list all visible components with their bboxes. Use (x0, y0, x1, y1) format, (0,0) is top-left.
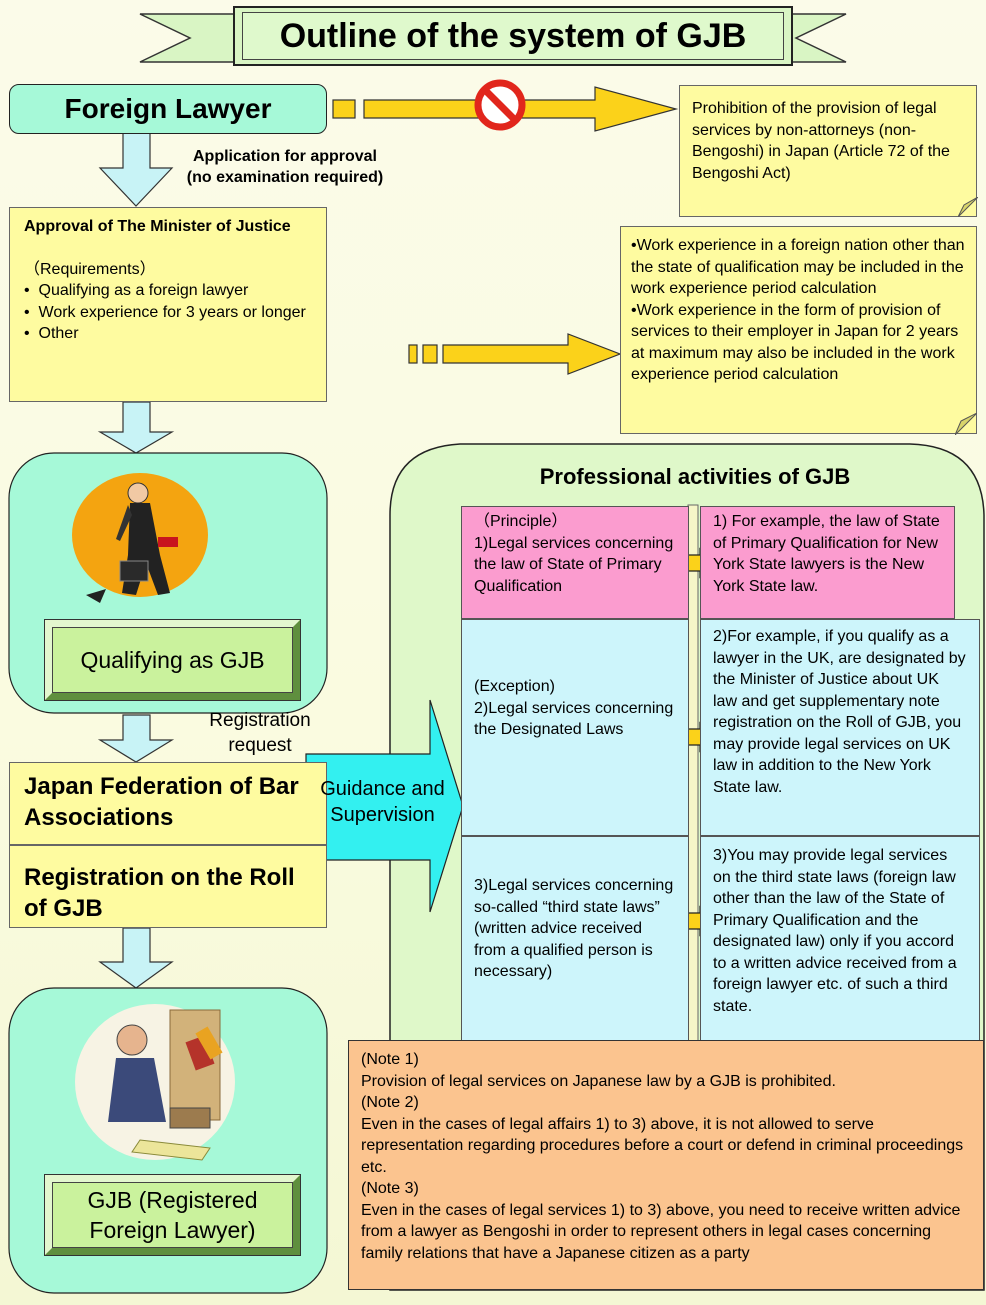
note-2-text: Even in the cases of legal affairs 1) to… (361, 1115, 964, 1176)
qualifying-gjb-label: Qualifying as GJB (52, 627, 293, 693)
registration-request-line-2: request (228, 735, 292, 756)
exception-example-cell: 2)For example, if you qualify as a lawye… (700, 619, 980, 836)
activities-title: Professional activities of GJB (539, 464, 851, 489)
requirement-item: • Qualifying as a foreign lawyer (24, 282, 249, 299)
requirement-item: • Work experience for 3 years or longer (24, 303, 306, 321)
approval-box: Approval of The Minister of Justice （Req… (9, 207, 327, 402)
work-note-fold (955, 413, 977, 435)
gjb-registered-line-2: Foreign Lawyer) (89, 1217, 256, 1243)
notes-box: (Note 1) Provision of legal services on … (348, 1040, 984, 1290)
guidance-label: Guidance and Supervision (320, 778, 445, 826)
walking-lawyer-image (72, 473, 208, 603)
work-note-2: •Work experience in the form of provisio… (631, 301, 959, 384)
registered-lawyer-image (75, 1004, 235, 1161)
qualifying-gjb-box: Qualifying as GJB (44, 619, 301, 701)
gjb-registered-label: GJB (Registered Foreign Lawyer) (52, 1182, 293, 1248)
gjb-registered-box: GJB (Registered Foreign Lawyer) (44, 1174, 301, 1256)
approval-heading: Approval of The Minister of Justice (24, 218, 291, 235)
third-state-example-cell: 3)You may provide legal services on the … (700, 836, 980, 1046)
foreign-lawyer-label: Foreign Lawyer (64, 93, 272, 124)
registration-request: Registration request (180, 708, 340, 758)
application-line-2: (no examination required) (186, 169, 384, 186)
gjb-registered-line-1: GJB (Registered (87, 1187, 258, 1213)
note-2-label: (Note 2) (361, 1094, 419, 1111)
registration-request-line-1: Registration (209, 710, 311, 731)
jfba-box: Japan Federation of Bar Associations (9, 762, 327, 845)
note-1-label: (Note 1) (361, 1051, 419, 1068)
prohibition-text: Prohibition of the provision of legal se… (692, 100, 950, 182)
application-note: Application for approval (no examination… (160, 146, 410, 188)
note-1-text: Provision of legal services on Japanese … (361, 1072, 836, 1090)
work-note-1: •Work experience in a foreign nation oth… (631, 237, 965, 297)
foreign-lawyer-box: Foreign Lawyer (9, 84, 327, 134)
requirement-item: • Other (24, 325, 79, 342)
title-banner: Outline of the system of GJB (233, 6, 793, 66)
registration-roll-box: Registration on the Roll of GJB (9, 845, 327, 928)
third-state-cell: 3)Legal services concerning so-called “t… (461, 836, 689, 1046)
work-experience-note: •Work experience in a foreign nation oth… (620, 226, 977, 434)
page-title: Outline of the system of GJB (242, 12, 784, 60)
requirements-label: （Requirements） (24, 260, 156, 278)
note-3-label: (Note 3) (361, 1180, 419, 1197)
note-3-text: Even in the cases of legal services 1) t… (361, 1201, 961, 1262)
prohibition-note: Prohibition of the provision of legal se… (679, 85, 977, 217)
jfba-label: Japan Federation of Bar Associations (24, 773, 299, 831)
registration-roll-label: Registration on the Roll of GJB (24, 864, 295, 922)
prohibition-note-fold (958, 197, 978, 217)
principle-example-cell: 1) For example, the law of State of Prim… (700, 506, 955, 619)
principle-cell: （Principle） 1)Legal services concerning … (461, 506, 689, 619)
exception-cell: (Exception) 2)Legal services concerning … (461, 619, 689, 836)
application-line-1: Application for approval (192, 148, 377, 165)
